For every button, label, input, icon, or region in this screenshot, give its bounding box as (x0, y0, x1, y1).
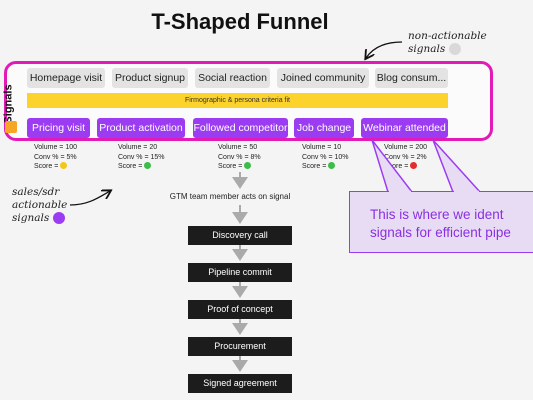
fit-criteria-bar: Firmographic & persona criteria fit (27, 93, 448, 108)
stat-score: Score = (218, 162, 261, 172)
stat-volume: Volume = 20 (118, 144, 158, 151)
stat-volume: Volume = 50 (218, 144, 258, 151)
stat-score: Score = (302, 162, 349, 172)
bar-chart-icon (5, 121, 17, 133)
signal-stats: Volume = 20 Conv % = 15% Score = (118, 143, 165, 172)
non-actionable-arrow (366, 41, 403, 58)
callout-box: This is where we ident signals for effic… (349, 191, 533, 253)
stat-conversion: Conv % = 2% (384, 153, 427, 161)
signal-chip-joined-community: Joined community (277, 68, 369, 88)
score-yellow-icon (60, 162, 68, 169)
signal-chip-social-reaction: Social reaction (195, 68, 270, 88)
step-proof-of-concept: Proof of concept (188, 300, 292, 319)
stat-volume: Volume = 200 (384, 144, 428, 151)
score-green-icon (244, 162, 252, 169)
score-green-icon (144, 162, 152, 169)
stat-volume: Volume = 100 (34, 144, 78, 151)
non-actionable-note: non-actionable signals (408, 30, 487, 56)
step-discovery-call: Discovery call (188, 226, 292, 245)
gtm-action-label: GTM team member acts on signal (169, 192, 291, 201)
grey-dot-icon (448, 43, 461, 55)
callout-line-2: signals for efficient pipe (370, 225, 511, 240)
signal-stats: Volume = 10 Conv % = 10% Score = (302, 143, 349, 172)
signal-chip-job-change: Job change (294, 118, 354, 138)
stat-score: Score = (34, 162, 77, 172)
signal-chip-followed-competitor: Followed competitor (193, 118, 288, 138)
callout-text: This is where we ident signals for effic… (370, 206, 511, 242)
note-line: signals (408, 43, 487, 56)
signal-chip-blog-consumption: Blog consum... (375, 68, 448, 88)
note-line: non-actionable (408, 30, 487, 42)
score-green-icon (328, 162, 336, 169)
stat-score: Score = (118, 162, 165, 172)
stat-conversion: Conv % = 10% (302, 153, 349, 161)
step-procurement: Procurement (188, 337, 292, 356)
signal-stats: Volume = 100 Conv % = 5% Score = (34, 143, 77, 172)
signal-chip-webinar-attended: Webinar attended (361, 118, 448, 138)
actionable-note: sales/sdr actionable signals (12, 186, 67, 225)
signal-chip-product-signup: Product signup (112, 68, 188, 88)
step-pipeline-commit: Pipeline commit (188, 263, 292, 282)
note-line: sales/sdr (12, 186, 60, 198)
step-signed-agreement: Signed agreement (188, 374, 292, 393)
signal-chip-homepage-visit: Homepage visit (27, 68, 105, 88)
score-red-icon (410, 162, 418, 169)
actionable-arrow (69, 191, 110, 206)
note-line: actionable (12, 199, 68, 211)
stat-volume: Volume = 10 (302, 144, 342, 151)
signal-stats: Volume = 200 Conv % = 2% Score = (384, 143, 427, 172)
page-title: T-Shaped Funnel (151, 9, 329, 34)
callout-line-1: This is where we ident (370, 207, 504, 222)
note-line: signals (12, 212, 67, 225)
signal-stats: Volume = 50 Conv % = 8% Score = (218, 143, 261, 172)
stat-conversion: Conv % = 5% (34, 153, 77, 161)
stat-conversion: Conv % = 15% (118, 153, 165, 161)
purple-dot-icon (52, 212, 65, 224)
stat-conversion: Conv % = 8% (218, 153, 261, 161)
stat-score: Score = (384, 162, 427, 172)
signal-chip-product-activation: Product activation (97, 118, 185, 138)
signal-chip-pricing-visit: Pricing visit (27, 118, 90, 138)
